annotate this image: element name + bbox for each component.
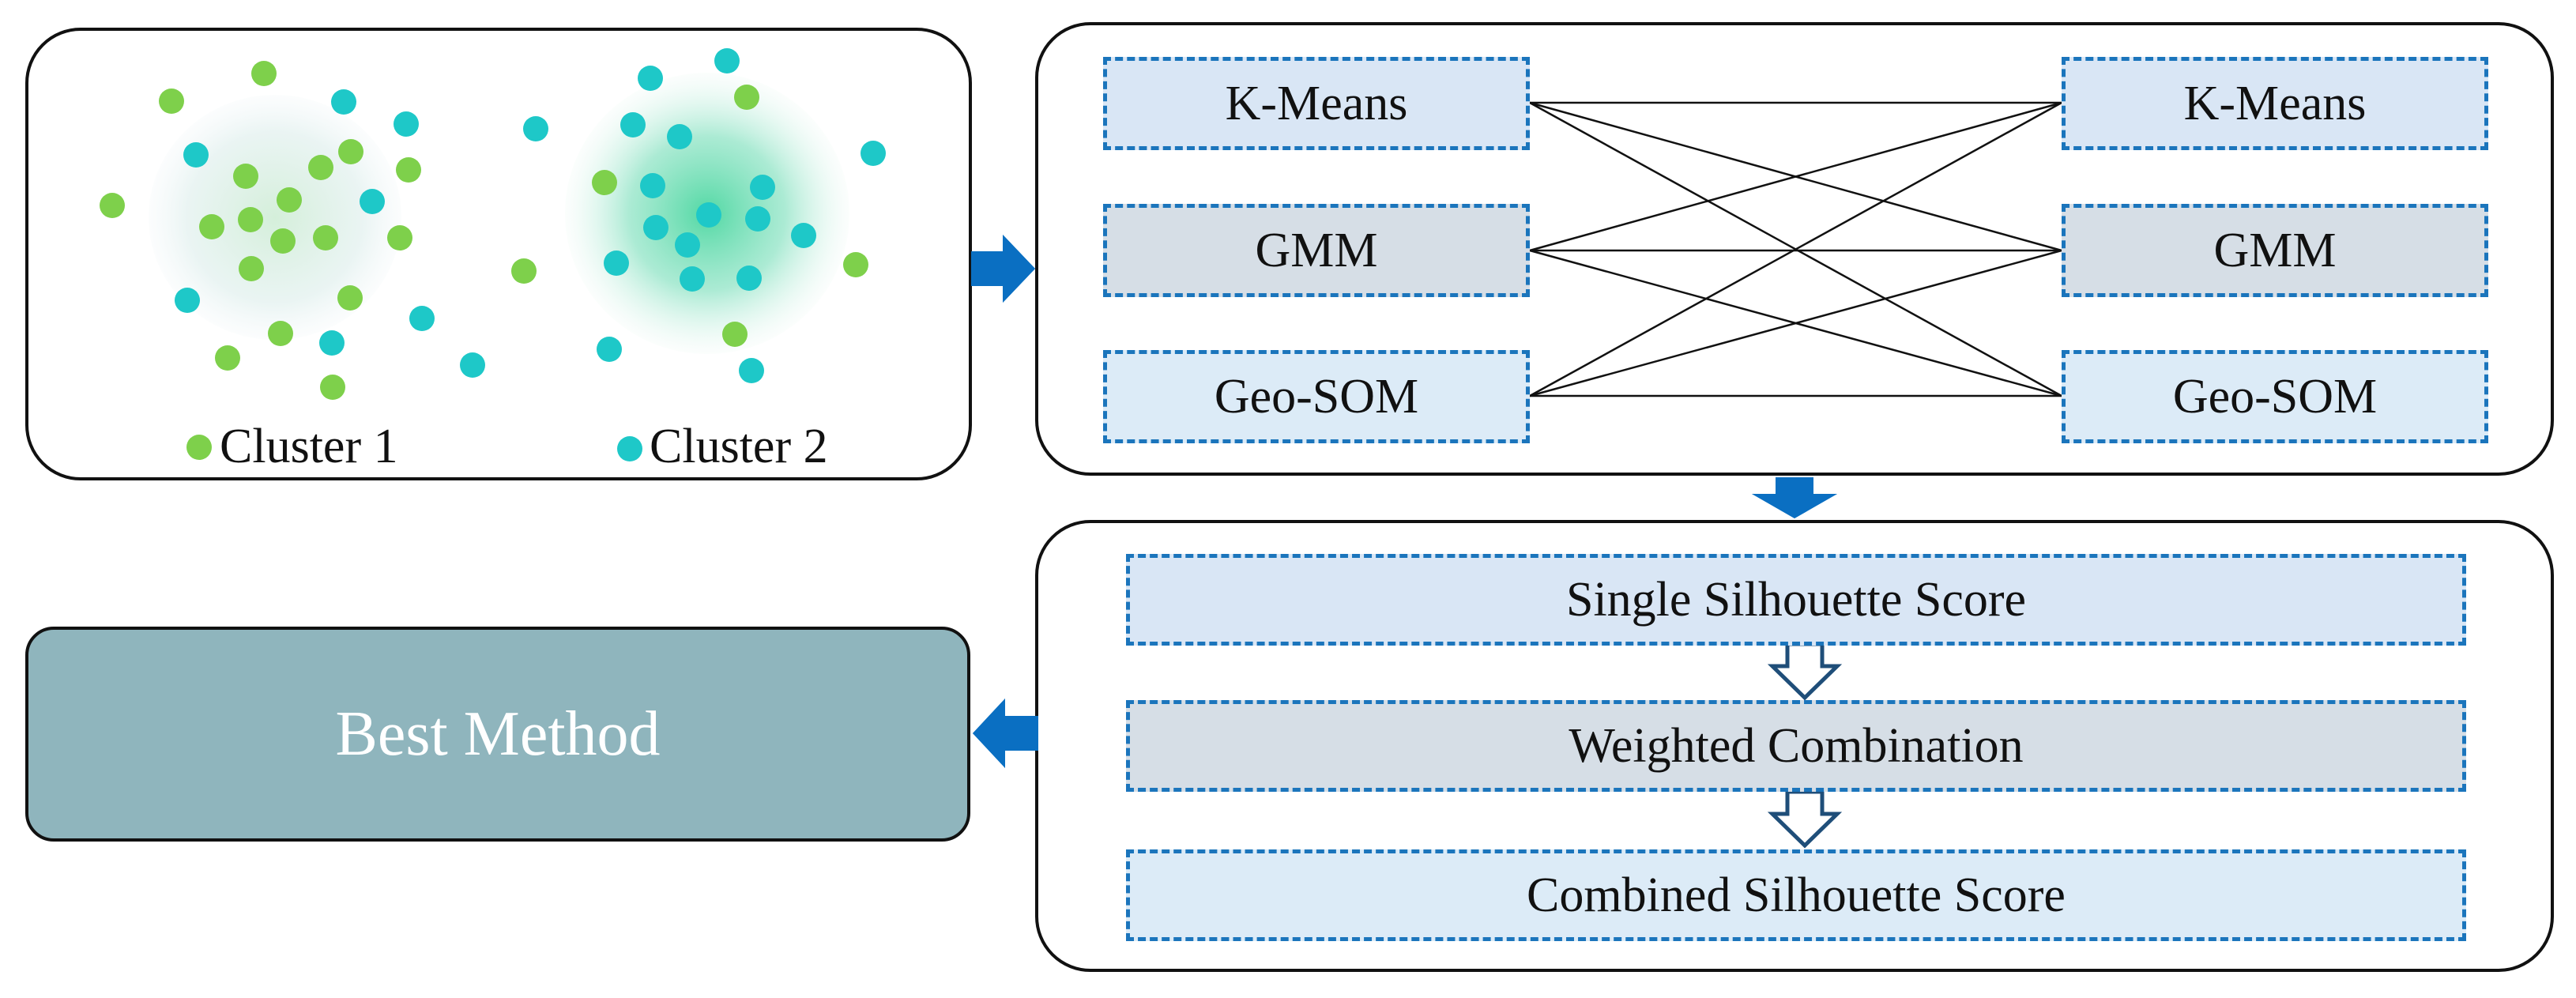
method-kmeans-right: K-Means [2062,57,2488,150]
method-connection-lines [1529,101,2062,397]
weighted-combination-step: Weighted Combination [1126,700,2466,792]
best-method-box: Best Method [25,627,970,842]
method-kmeans-left: K-Means [1103,57,1530,150]
method-geosom-left: Geo-SOM [1103,350,1530,443]
cluster-1-halo-fg [149,95,401,340]
cluster-2-dots [175,48,886,383]
flow-arrow-right-icon [971,235,1035,303]
combined-silhouette-score-step: Combined Silhouette Score [1126,849,2466,941]
method-gmm-right: GMM [2062,204,2488,297]
legend-cluster-1-dot [186,435,212,460]
legend-cluster-2-label: Cluster 2 [650,420,828,473]
legend-cluster-1-label: Cluster 1 [220,420,398,473]
method-gmm-left: GMM [1103,204,1530,297]
flow-arrow-left-icon [973,699,1038,768]
cluster-1-dots [100,61,868,400]
method-geosom-right: Geo-SOM [2062,350,2488,443]
step-arrow-icon-1 [1767,642,1843,701]
flow-arrow-down-icon [1752,477,1837,518]
single-silhouette-score-step: Single Silhouette Score [1126,554,2466,646]
step-arrow-icon-2 [1767,789,1843,849]
legend-cluster-2-dot [617,436,642,461]
